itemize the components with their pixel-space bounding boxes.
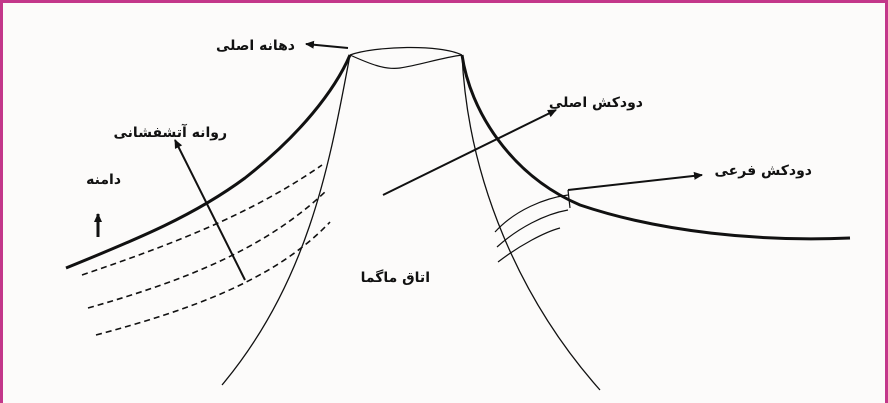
lava-layer-2 [87,189,328,309]
label-slope: دامنه [86,172,121,188]
label-main-conduit: دودکش اصلی [549,95,643,111]
crater-rim [349,46,463,56]
label-main-vent: دهانه اصلی [216,38,295,54]
side-conduit-lower [496,209,569,248]
crater-floor [349,54,463,69]
side-conduit-upper [494,194,569,233]
main-vent-arrow [305,40,349,49]
side-conduit-bottom [497,227,561,263]
conduit-left-wall [221,54,351,386]
lava-flow-arrow [174,139,246,281]
label-side-conduit: دودکش فرعی [715,163,812,179]
right-slope-line [460,54,851,241]
main-conduit-arrow [382,109,557,196]
left-slope-line [65,54,352,270]
lava-layer-1 [81,164,323,276]
side-conduit-arrow [567,171,703,191]
side-conduit-end [567,189,571,209]
lava-layer-3 [95,221,331,336]
conduit-right-wall [461,54,601,391]
label-magma-chamber: اتاق ماگما [361,269,430,286]
label-lava-flow: روانه آتشفشانی [114,123,227,141]
